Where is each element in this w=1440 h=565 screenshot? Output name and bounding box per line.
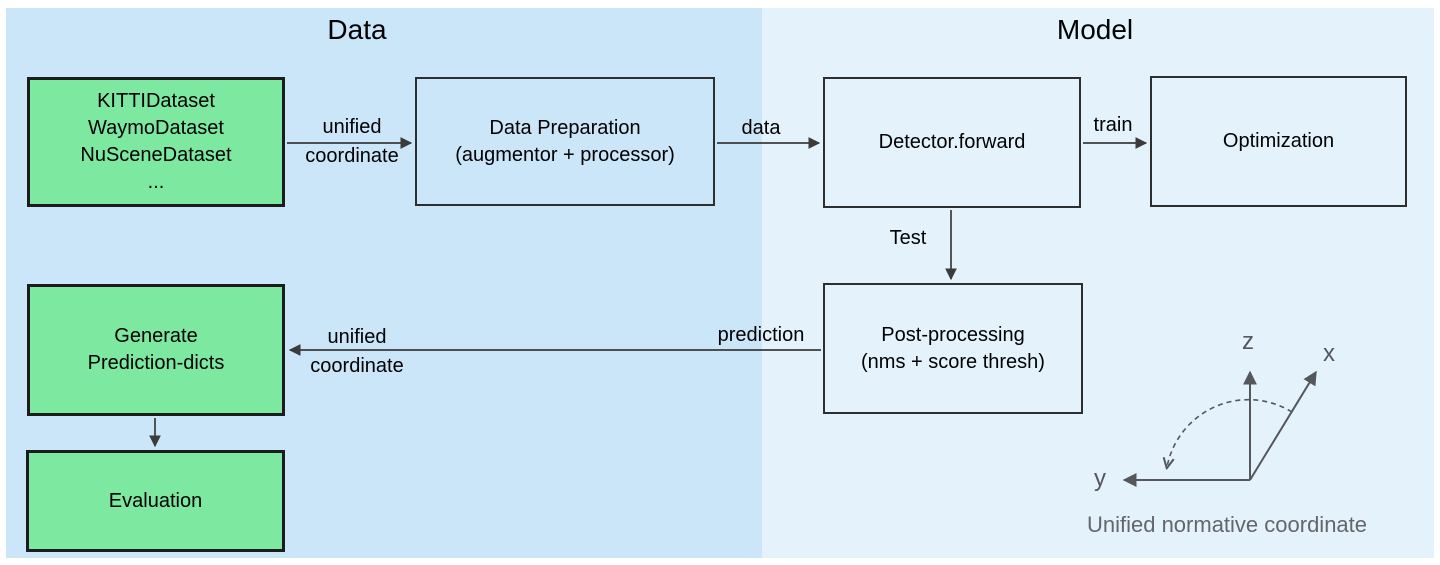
optimization-box-label: Optimization [1222,130,1335,152]
data-section-title: Data [327,14,387,45]
data-preparation-box-line: Data Preparation [489,116,641,139]
post-processing-box-line: Post-processing [881,323,1025,346]
optimization-box: Optimization [1150,76,1407,207]
generate-prediction-dicts-box: Generate Prediction-dicts [27,284,285,416]
edge-label-unified: unified [327,326,387,348]
generate-prediction-dicts-box-line: Prediction-dicts [87,352,225,374]
edge-label-coordinate: coordinate [305,145,399,167]
detector-forward-box-label: Detector.forward [878,131,1026,153]
detector-forward-box: Detector.forward [823,77,1081,208]
edge-label-train: train [1093,114,1133,136]
y-axis-label: y [1094,465,1106,492]
evaluation-box-label: Evaluation [108,489,203,512]
z-axis-label: z [1242,328,1254,355]
data-preparation-box: Data Preparation (augmentor + processor) [415,77,715,206]
edge-label-unified: unified [322,116,382,138]
datasets-box-line: KITTIDataset [97,90,215,112]
data-preparation-box-line: (augmentor + processor) [455,143,675,166]
edge-label-data: data [741,117,781,139]
generate-prediction-dicts-box-line: Generate [114,325,198,347]
datasets-box-line: NuSceneDataset [80,144,232,166]
datasets-box-line: WaymoDataset [88,117,224,139]
evaluation-box: Evaluation [26,450,285,552]
model-section-title: Model [1056,14,1134,45]
edge-label-test: Test [889,227,927,249]
x-axis-label: x [1323,340,1335,367]
datasets-box-ellipsis: ... [147,171,165,193]
datasets-box: KITTIDataset WaymoDataset NuSceneDataset… [27,77,285,207]
edge-label-prediction: prediction [717,324,805,346]
post-processing-box: Post-processing (nms + score thresh) [823,283,1083,414]
coordinate-diagram-caption: Unified normative coordinate [1086,512,1368,537]
edge-label-coordinate: coordinate [310,355,404,377]
post-processing-box-line: (nms + score thresh) [861,350,1045,373]
